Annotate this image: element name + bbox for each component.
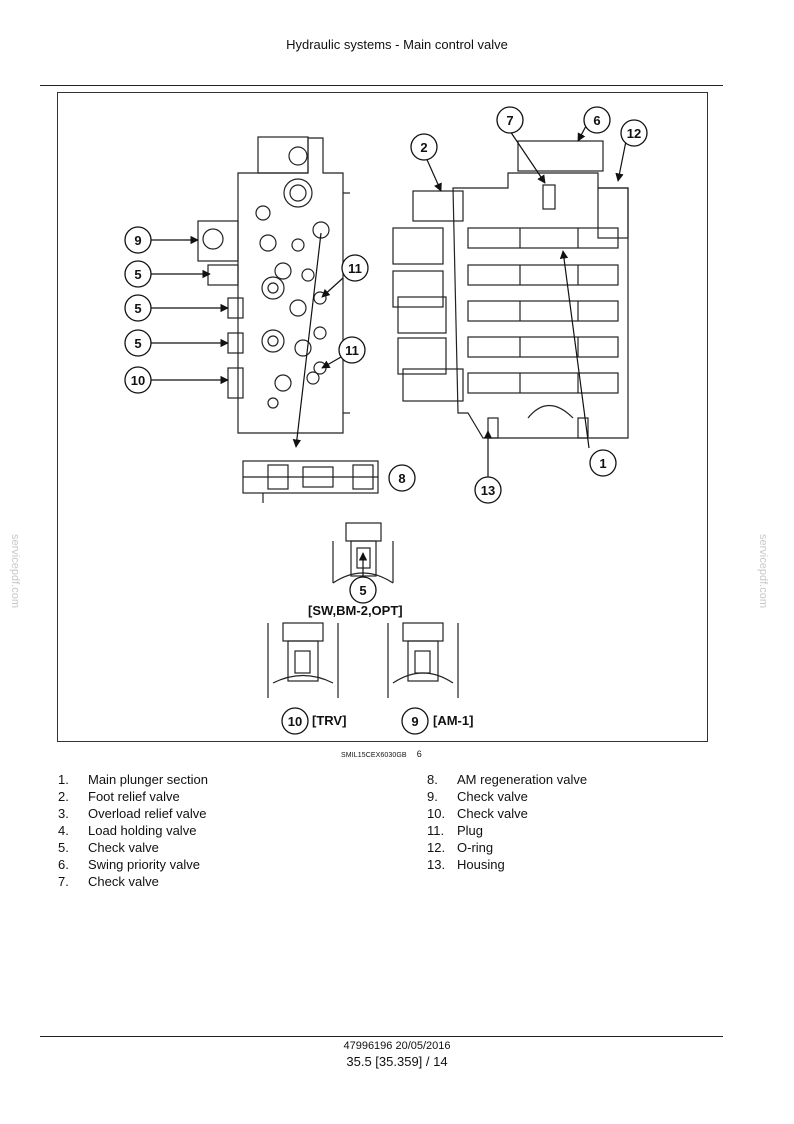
left-valve-body <box>197 136 350 434</box>
tag-am-1: [AM-1] <box>433 713 473 728</box>
legend-item: 5.Check valve <box>58 840 159 855</box>
legend-item: 6.Swing priority valve <box>58 857 200 872</box>
svg-text:11: 11 <box>348 261 362 276</box>
legend-item: 9.Check valve <box>427 789 528 804</box>
callout-10-b: 10 <box>281 707 309 735</box>
svg-text:11: 11 <box>345 343 359 358</box>
legend-item: 10.Check valve <box>427 806 528 821</box>
footer-rule <box>40 1036 723 1037</box>
callout-1: 1 <box>589 449 617 477</box>
check-valve-detail-am <box>387 622 459 698</box>
svg-text:5: 5 <box>134 301 141 316</box>
svg-text:10: 10 <box>288 714 302 729</box>
legend-right-column: 8.AM regeneration valve 9.Check valve 10… <box>427 771 587 873</box>
header-rule <box>40 85 723 86</box>
tag-sw-bm2-opt: [SW,BM-2,OPT] <box>308 603 403 618</box>
tag-trv: [TRV] <box>312 713 346 728</box>
callout-5-d: 5 <box>349 576 377 604</box>
legend-item: 8.AM regeneration valve <box>427 772 588 787</box>
legend-item: 3.Overload relief valve <box>58 806 207 821</box>
svg-text:5: 5 <box>359 583 366 598</box>
svg-text:7: 7 <box>506 113 513 128</box>
callout-13: 13 <box>474 476 502 504</box>
svg-text:8: 8 <box>398 471 405 486</box>
figure-frame: 7 6 12 2 9 5 5 5 <box>57 92 708 742</box>
right-valve-body <box>392 140 629 439</box>
footer-doc-id: 47996196 20/05/2016 <box>343 1040 451 1052</box>
callout-5-a: 5 <box>124 260 152 288</box>
callout-5-b: 5 <box>124 294 152 322</box>
figure-code: SMIL15CEX6030GB <box>341 752 407 759</box>
svg-text:12: 12 <box>627 126 641 141</box>
legend-item: 11.Plug <box>427 823 484 838</box>
svg-text:9: 9 <box>411 714 418 729</box>
callout-11-b: 11 <box>338 336 366 364</box>
callout-9-b: 9 <box>401 707 429 735</box>
check-valve-detail-5 <box>332 522 394 584</box>
callout-11-a: 11 <box>341 254 369 282</box>
svg-text:9: 9 <box>134 233 141 248</box>
svg-text:13: 13 <box>481 483 495 498</box>
legend-item: 13.Housing <box>427 857 505 872</box>
valve-diagram: 7 6 12 2 9 5 5 5 <box>124 106 648 735</box>
legend-item: 7.Check valve <box>58 874 159 889</box>
callout-6: 6 <box>583 106 611 134</box>
svg-text:2: 2 <box>420 140 427 155</box>
svg-text:5: 5 <box>134 267 141 282</box>
callout-8: 8 <box>388 464 416 492</box>
legend-item: 1.Main plunger section <box>58 772 208 787</box>
svg-text:5: 5 <box>134 336 141 351</box>
figure-number: 6 <box>416 749 422 759</box>
check-valve-detail-trv <box>267 622 339 698</box>
svg-text:6: 6 <box>593 113 600 128</box>
callout-7: 7 <box>496 106 524 134</box>
watermark-right: servicepdf.com <box>756 534 769 608</box>
callout-12: 12 <box>620 119 648 147</box>
legend-item: 12.O-ring <box>427 840 494 855</box>
legend-item: 2.Foot relief valve <box>58 789 180 804</box>
callout-9: 9 <box>124 226 152 254</box>
callout-2: 2 <box>410 133 438 161</box>
am-regeneration-section <box>242 460 379 503</box>
legend-item: 4.Load holding valve <box>58 823 197 838</box>
callout-10: 10 <box>124 366 152 394</box>
svg-text:10: 10 <box>131 373 145 388</box>
legend-left-column: 1.Main plunger section 2.Foot relief val… <box>58 771 208 890</box>
callout-5-c: 5 <box>124 329 152 357</box>
svg-text:1: 1 <box>599 456 606 471</box>
footer-page-ref: 35.5 [35.359] / 14 <box>346 1054 448 1069</box>
watermark-left: servicepdf.com <box>8 534 21 608</box>
figure-caption: SMIL15CEX6030GB 6 <box>341 749 422 759</box>
page-header-title: Hydraulic systems - Main control valve <box>286 37 508 52</box>
